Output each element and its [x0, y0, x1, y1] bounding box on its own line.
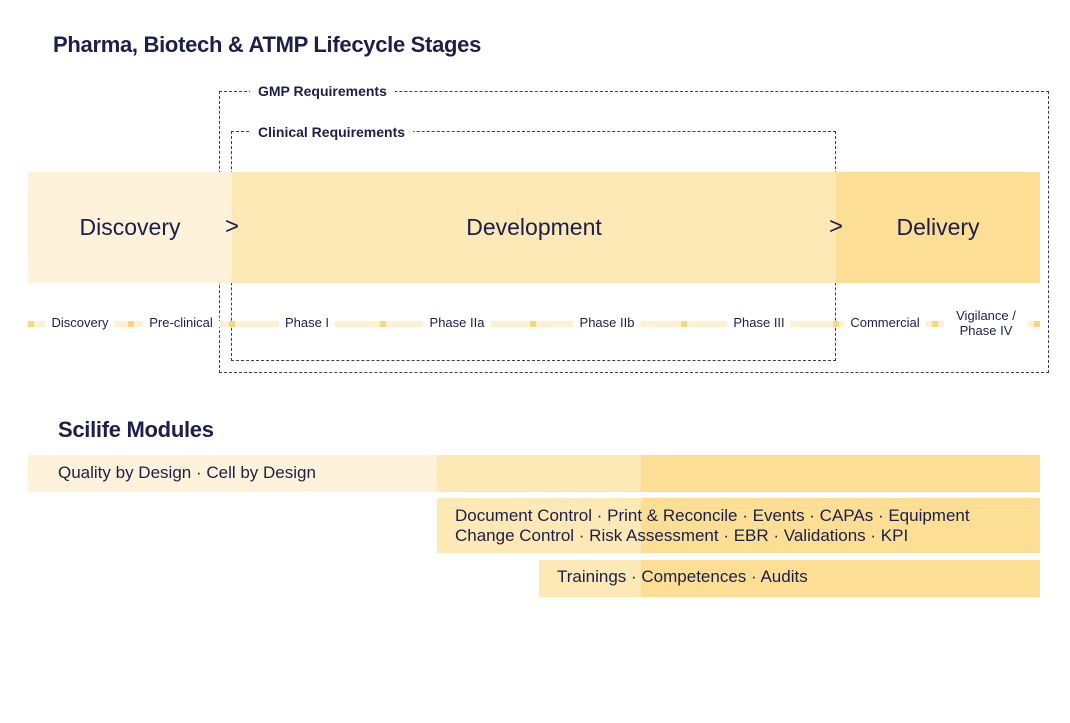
- module-band-development: [437, 455, 641, 492]
- phase-i: Phase I: [278, 315, 336, 331]
- stage-arrow-icon: >: [224, 213, 239, 240]
- phase-tick: [128, 321, 134, 327]
- clinical-requirements-label: Clinical Requirements: [250, 123, 414, 141]
- module-band-discovery: [28, 455, 437, 492]
- phase-tick: [229, 321, 235, 327]
- phase-tick: [681, 321, 687, 327]
- phase-iia: Phase IIa: [423, 315, 491, 331]
- phase-vigilance: Vigilance / Phase IV: [944, 308, 1028, 338]
- phase-iib: Phase IIb: [573, 315, 641, 331]
- gmp-requirements-label: GMP Requirements: [250, 82, 395, 100]
- page-title: Pharma, Biotech & ATMP Lifecycle Stages: [53, 32, 482, 57]
- stage-arrow-icon: >: [828, 213, 843, 240]
- stage-discovery: Discovery: [28, 172, 232, 283]
- modules-title: Scilife Modules: [58, 417, 214, 442]
- module-row-training: Trainings · Competences · Audits: [557, 567, 808, 586]
- module-band-development: [437, 498, 641, 553]
- module-band-development: [539, 560, 641, 597]
- stage-delivery: Delivery: [836, 172, 1040, 283]
- phase-tick: [530, 321, 536, 327]
- phase-pre-clinical: Pre-clinical: [143, 315, 219, 331]
- module-row-quality-line2: Change Control · Risk Assessment · EBR ·…: [455, 526, 909, 545]
- stage-development: Development: [232, 172, 836, 283]
- phase-tick: [28, 321, 34, 327]
- phase-tick: [833, 321, 839, 327]
- phase-discovery: Discovery: [45, 315, 115, 331]
- phase-iii: Phase III: [727, 315, 791, 331]
- module-row-design: Quality by Design · Cell by Design: [58, 463, 316, 482]
- module-band-delivery: [641, 455, 1040, 492]
- phase-tick: [1034, 321, 1040, 327]
- module-row-quality-line1: Document Control · Print & Reconcile · E…: [455, 506, 970, 525]
- phase-tick: [380, 321, 386, 327]
- module-band-delivery: [641, 498, 1040, 553]
- phase-commercial: Commercial: [844, 315, 926, 331]
- module-band-delivery: [641, 560, 1040, 597]
- phase-tick: [932, 321, 938, 327]
